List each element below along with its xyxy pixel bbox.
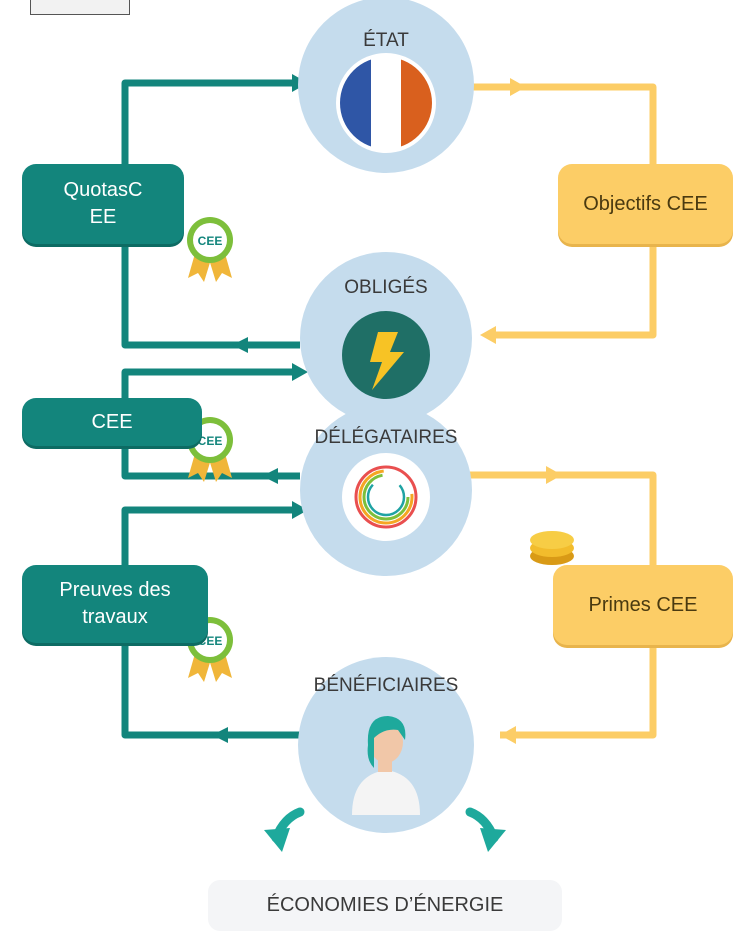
- node-label-etat: ÉTAT: [363, 30, 409, 51]
- arrow-head: [212, 727, 228, 743]
- flow-objectifs-to-obliges: [492, 245, 657, 339]
- yellow-arrowheads: [480, 78, 562, 744]
- arrow-head: [546, 466, 562, 484]
- arrow-head: [510, 78, 526, 96]
- french-flag-icon: [336, 53, 436, 153]
- quotas-cee-box: QuotasC EE: [22, 164, 184, 244]
- svg-text:CEE: CEE: [198, 434, 223, 448]
- node-label-obliges: OBLIGÉS: [344, 277, 428, 298]
- primes-label: Primes CEE: [588, 593, 698, 616]
- arrow-head: [292, 363, 308, 381]
- flow-cee-to-obliges: [121, 368, 292, 398]
- preuves-line-2: travaux: [82, 606, 148, 628]
- objectifs-label: Objectifs CEE: [583, 192, 708, 215]
- cee-label: CEE: [91, 410, 133, 433]
- cee-badge-icon: CEE: [187, 217, 233, 282]
- primes-cee-box: Primes CEE: [553, 565, 733, 645]
- svg-text:CEE: CEE: [198, 234, 223, 248]
- person-icon: [352, 716, 420, 815]
- node-label-delegataires: DÉLÉGATAIRES: [314, 427, 458, 448]
- flow-primes-to-beneficiaires: [500, 645, 657, 739]
- preuves-line-1: Preuves des: [59, 579, 171, 601]
- flow-etat-to-objectifs: [470, 83, 657, 165]
- rainbow-ring-icon: [342, 453, 430, 541]
- flow-quotas-to-etat: [121, 79, 292, 170]
- cee-box: CEE: [22, 398, 202, 446]
- preuves-travaux-box: Preuves des travaux: [22, 565, 208, 643]
- arrow-head: [500, 726, 516, 744]
- arrow-head: [262, 468, 278, 484]
- objectifs-cee-box: Objectifs CEE: [558, 164, 733, 244]
- economies-energie-box: ÉCONOMIES D’ÉNERGIE: [208, 880, 562, 931]
- quotas-line-1: QuotasC: [63, 179, 143, 201]
- flow-beneficiaires-to-preuves: [121, 642, 300, 739]
- arrow-head: [292, 501, 308, 519]
- flow-delegataires-to-cee: [121, 448, 300, 480]
- corner-frame: [30, 0, 130, 15]
- lightning-icon: [342, 311, 430, 399]
- curved-arrow-left-icon: [264, 807, 305, 852]
- node-label-beneficiaires: BÉNÉFICIAIRES: [313, 675, 459, 696]
- flow-preuves-to-delegataires: [121, 506, 292, 565]
- quotas-line-2: EE: [89, 206, 117, 228]
- yellow-flow-lines: [470, 83, 657, 739]
- flow-delegataires-to-primes: [470, 471, 657, 565]
- arrow-head: [480, 326, 496, 344]
- arrow-head: [232, 337, 248, 353]
- economies-energie-label: ÉCONOMIES D’ÉNERGIE: [266, 894, 504, 916]
- curved-arrow-right-icon: [465, 807, 506, 852]
